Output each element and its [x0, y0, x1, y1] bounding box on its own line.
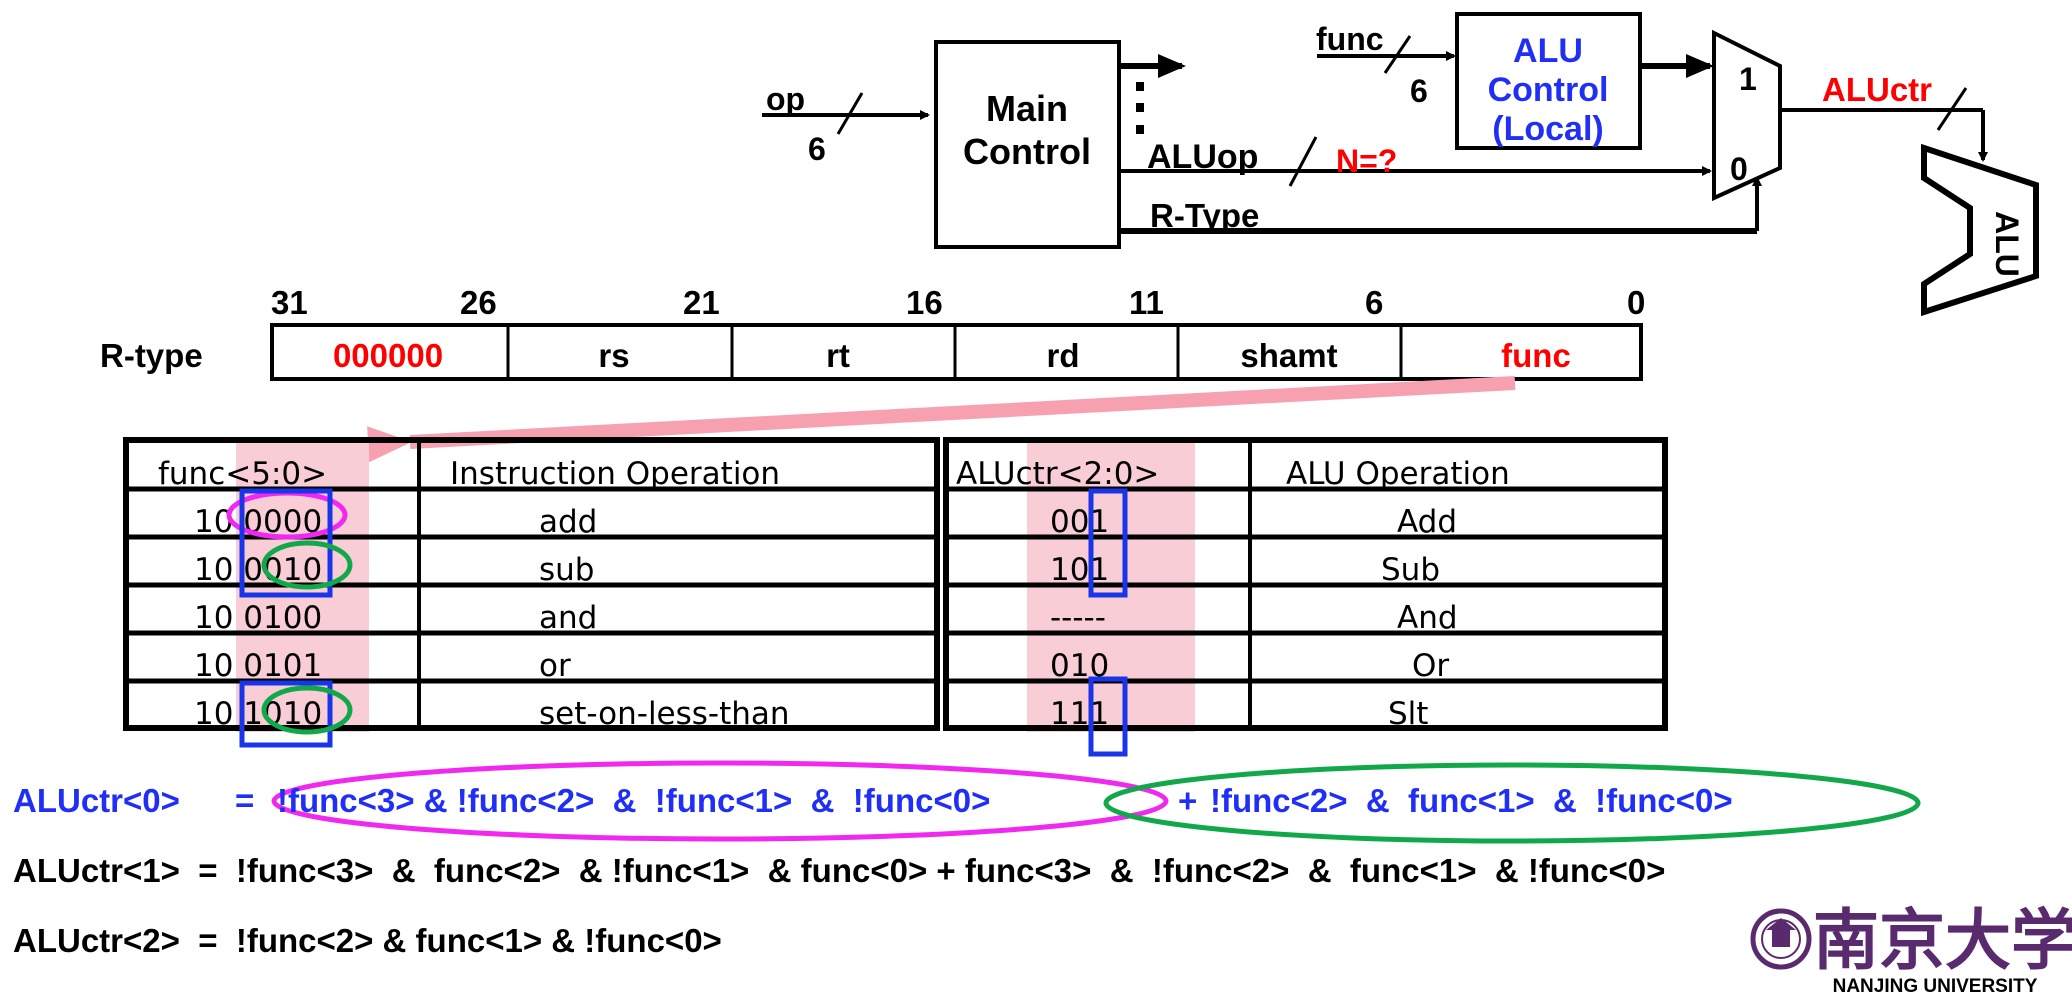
eq0-equals: = — [235, 782, 254, 819]
bit-label-26: 26 — [460, 284, 497, 321]
rtype-label: R-Type — [1150, 197, 1259, 234]
func-width-label: 6 — [1410, 73, 1428, 109]
cell-func: 10 0101 — [194, 648, 322, 684]
green-bits-ellipse-1 — [261, 540, 353, 590]
func-label: func — [1316, 21, 1384, 57]
rtype-format: R-type 31 26 21 16 11 6 0 000000 rs rt r… — [100, 284, 1645, 463]
main-control-box — [934, 40, 1121, 249]
bit-label-6: 6 — [1365, 284, 1383, 321]
cell-func: 10 0010 — [194, 552, 322, 588]
ellipsis-dot-2 — [1136, 103, 1144, 112]
field-rs: rs — [598, 337, 629, 374]
aluctr-label: ALUctr — [1822, 71, 1932, 108]
cell-alu-operation: Sub — [1381, 552, 1440, 588]
eq0-lhs: ALUctr<0> — [13, 782, 180, 819]
cell-aluctr: 101 — [1050, 552, 1109, 588]
mux-shape — [1712, 29, 1782, 202]
ellipsis-dot-3 — [1136, 125, 1144, 134]
bit-label-11: 11 — [1129, 284, 1164, 321]
rtype-row-label: R-type — [100, 337, 203, 374]
field-rt: rt — [826, 337, 850, 374]
cell-instruction: set-on-less-than — [539, 696, 790, 732]
header-instruction-operation: Instruction Operation — [450, 456, 780, 492]
eq0-term2: !func<2> & func<1> & !func<0> — [1210, 782, 1733, 819]
field-func: func — [1501, 337, 1571, 374]
field-shamt: shamt — [1240, 337, 1337, 374]
header-aluctr: ALUctr<2:0> — [956, 456, 1159, 492]
ellipsis-dot-1 — [1136, 82, 1144, 91]
cell-instruction: sub — [539, 552, 594, 588]
aluop-width-slash — [1288, 136, 1318, 187]
alu-label: ALU — [1989, 211, 2025, 277]
alu-control-box — [1455, 12, 1642, 150]
alu-control-label-2: Control — [1488, 71, 1609, 109]
nju-logo: 南京大学 NANJING UNIVERSITY — [1750, 903, 2072, 995]
cell-func: 10 1010 — [194, 696, 322, 732]
cell-aluctr: 111 — [1050, 696, 1109, 732]
green-bits-ellipse-2 — [261, 685, 353, 735]
cell-instruction: or — [539, 648, 571, 684]
mux-input-0-label: 0 — [1730, 151, 1748, 187]
cell-alu-operation: Or — [1412, 648, 1449, 684]
func-to-table-arrow — [367, 376, 1516, 463]
equations: ALUctr<0> = !func<3> & !func<2> & !func<1>… — [13, 760, 1921, 959]
eq0-term1: !func<3> & !func<2> & !func<1> & !func<0… — [277, 782, 990, 819]
equation-aluctr2: ALUctr<2> = !func<2> & func<1> & !func<0… — [13, 922, 722, 959]
func-width-slash — [1383, 35, 1412, 74]
op-label: op — [766, 81, 805, 117]
field-rd: rd — [1047, 337, 1080, 374]
cell-aluctr: ----- — [1050, 600, 1106, 636]
bit-label-21: 21 — [683, 284, 720, 321]
bit-label-0: 0 — [1627, 284, 1645, 321]
cell-alu-operation: And — [1397, 600, 1458, 636]
green-term-ellipse — [1103, 762, 1921, 844]
university-seal-icon — [1750, 908, 1812, 970]
alu-control-label-1: ALU — [1513, 32, 1583, 70]
bit-label-16: 16 — [906, 284, 943, 321]
op-width-label: 6 — [808, 131, 826, 167]
blue-bits-box-top — [239, 488, 333, 598]
cell-aluctr: 001 — [1050, 504, 1109, 540]
op-width-slash — [836, 92, 864, 135]
blue-aluctr-box-top — [1088, 488, 1128, 598]
cell-alu-operation: Slt — [1388, 696, 1428, 732]
bit-label-31: 31 — [271, 284, 308, 321]
university-chinese-name: 南京大学 — [1813, 903, 2072, 977]
eq0-plus: + — [1178, 782, 1197, 819]
header-alu-operation: ALU Operation — [1286, 456, 1510, 492]
main-control-label-1: Main — [986, 88, 1068, 129]
alu-control-label-3: (Local) — [1492, 110, 1603, 148]
cell-instruction: add — [539, 504, 597, 540]
aluctr-width-slash — [1936, 87, 1968, 131]
cell-func: 10 0100 — [194, 600, 322, 636]
control-diagram: op 6 Main Control ALUop N=? R-Type func … — [762, 12, 2039, 317]
equation-aluctr1: ALUctr<1> = !func<3> & func<2> & !func<1… — [13, 852, 1665, 889]
aluop-label: ALUop — [1147, 138, 1258, 176]
blue-bits-box-bottom — [239, 680, 333, 748]
func-table: func<5:0> Instruction Operation ALUctr<2… — [123, 437, 1668, 757]
main-control-label-2: Control — [963, 131, 1091, 172]
equation-aluctr0: ALUctr<0> = !func<3> & !func<2> & !func<1>… — [13, 782, 1733, 819]
blue-aluctr-box-bottom — [1088, 676, 1128, 757]
n-label: N=? — [1336, 143, 1397, 179]
alu-shape — [1921, 143, 2039, 317]
mux-input-1-label: 1 — [1739, 61, 1757, 97]
field-opcode: 000000 — [333, 337, 443, 374]
cell-alu-operation: Add — [1397, 504, 1457, 540]
cell-instruction: and — [539, 600, 597, 636]
header-func: func<5:0> — [158, 456, 327, 492]
university-english-name: NANJING UNIVERSITY — [1833, 976, 2038, 995]
magenta-term-ellipse — [271, 760, 1169, 842]
